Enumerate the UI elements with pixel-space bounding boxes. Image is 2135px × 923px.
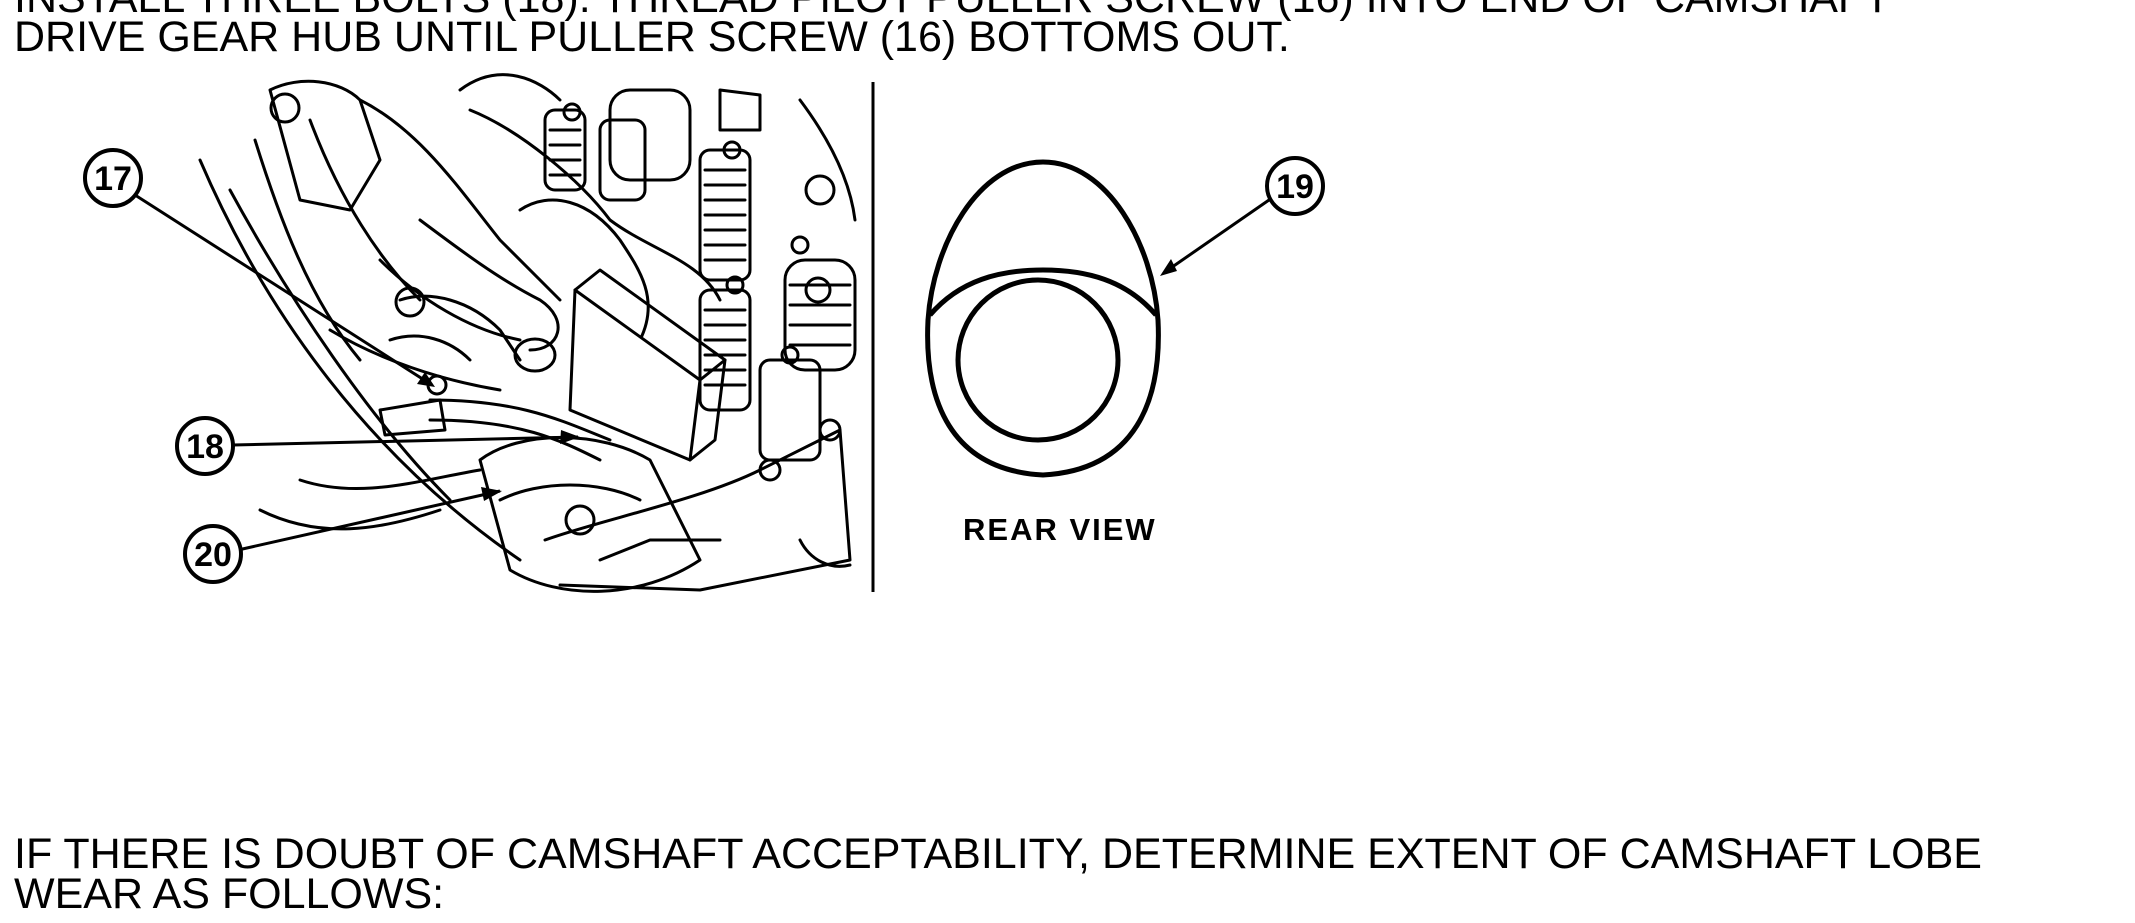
callout-leaders <box>134 193 1270 552</box>
callout-19: 19 <box>1265 156 1325 216</box>
rear-view-caption: REAR VIEW <box>963 512 1157 547</box>
cam-lobe-rear-view <box>925 159 1161 478</box>
callout-18-label: 18 <box>186 428 224 466</box>
callout-20-label: 20 <box>194 536 232 574</box>
callout-19-label: 19 <box>1276 168 1314 206</box>
leader-19 <box>1164 198 1270 274</box>
arrowheads <box>417 259 1177 501</box>
instruction-line-3: IF THERE IS DOUBT OF CAMSHAFT ACCEPTABIL… <box>14 830 1982 878</box>
engine-illustration <box>198 73 857 593</box>
callout-18: 18 <box>175 416 235 476</box>
instruction-line-1: INSTALL THREE BOLTS (18). THREAD PILOT P… <box>14 0 1890 20</box>
callout-17: 17 <box>83 148 143 208</box>
callout-17-label: 17 <box>94 160 132 198</box>
valve-springs <box>543 88 857 462</box>
leader-20 <box>237 489 501 552</box>
instruction-line-2: DRIVE GEAR HUB UNTIL PULLER SCREW (16) B… <box>14 13 1290 61</box>
instruction-line-4: WEAR AS FOLLOWS: <box>14 870 445 918</box>
leader-17 <box>134 193 433 387</box>
callout-20: 20 <box>183 524 243 584</box>
leader-18 <box>232 435 579 447</box>
